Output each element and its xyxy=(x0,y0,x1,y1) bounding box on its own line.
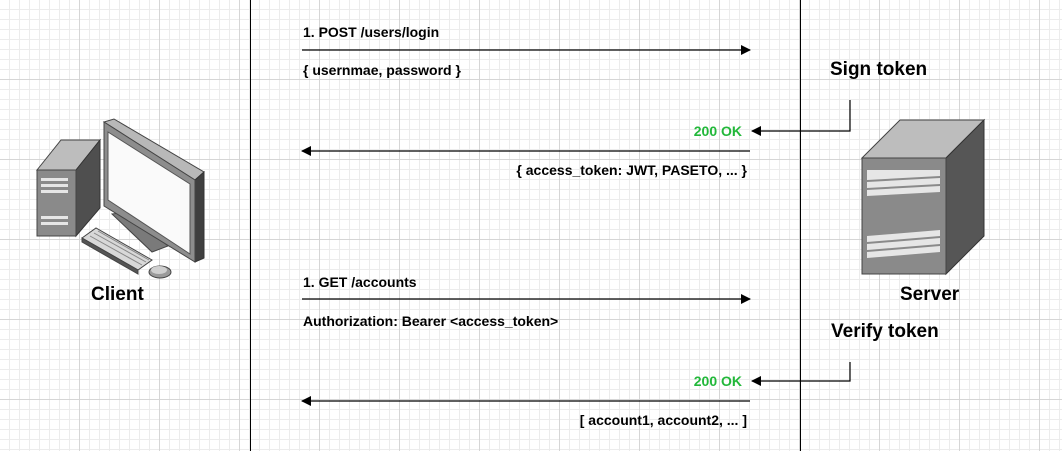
accounts-response-body-label: [ account1, account2, ... ] xyxy=(579,412,747,428)
client-label: Client xyxy=(91,284,144,305)
sign-token-label: Sign token xyxy=(830,59,928,80)
login-status-label: 200 OK xyxy=(693,123,742,139)
accounts-request-header-label: Authorization: Bearer <access_token> xyxy=(303,313,559,329)
server-label: Server xyxy=(900,284,960,305)
client-lane-divider xyxy=(250,0,251,451)
verify-token-label: Verify token xyxy=(831,321,939,342)
login-response-body-label: { access_token: JWT, PASETO, ... } xyxy=(516,162,747,178)
login-request-body-label: { usernmae, password } xyxy=(303,62,461,78)
sign-token-connector xyxy=(751,100,851,136)
accounts-request-label: 1. GET /accounts xyxy=(303,274,417,290)
login-request-label: 1. POST /users/login xyxy=(303,24,440,40)
server-lane-divider xyxy=(800,0,801,451)
accounts-status-label: 200 OK xyxy=(693,373,742,389)
verify-token-connector xyxy=(751,362,851,386)
